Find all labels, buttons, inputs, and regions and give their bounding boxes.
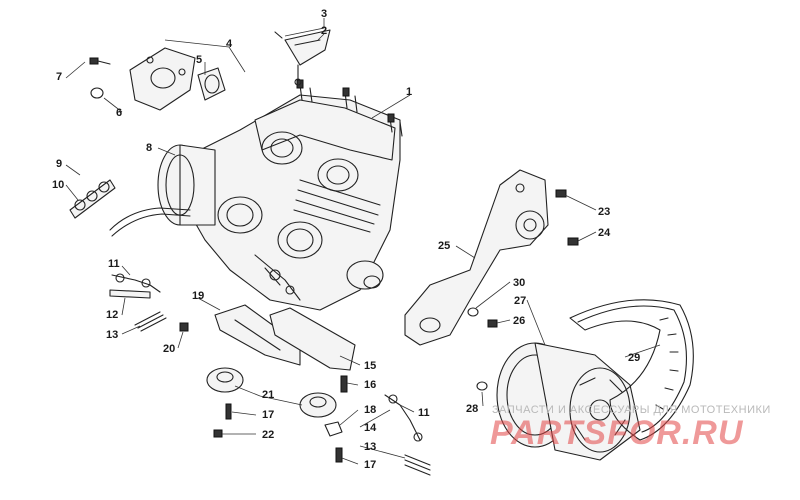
callout-4: 4 — [226, 38, 233, 50]
callout-12: 12 — [106, 309, 118, 321]
accessory-housing — [129, 47, 226, 111]
callout-23: 23 — [598, 206, 610, 218]
bolt — [89, 57, 111, 65]
callout-1: 1 — [406, 86, 412, 98]
callout-2: 2 — [321, 25, 327, 37]
magneto-cover — [157, 144, 216, 226]
hose — [109, 207, 191, 237]
callout-28: 28 — [466, 403, 478, 415]
watermark-logo: PARTSFOR.RU — [490, 414, 744, 452]
leader-lines — [65, 18, 661, 465]
callout-26: 26 — [513, 315, 525, 327]
rear-mount-bracket — [269, 307, 356, 371]
callout-16: 16 — [364, 379, 376, 391]
stud-16 — [340, 375, 348, 393]
callout-labels: 3 2 4 5 7 6 8 1 9 10 11 12 13 19 20 15 1… — [52, 8, 640, 471]
callout-27: 27 — [514, 295, 526, 307]
drive-belt — [569, 299, 694, 441]
callout-19: 19 — [192, 290, 204, 302]
callout-17-lower: 17 — [364, 459, 376, 471]
callout-15: 15 — [364, 360, 376, 372]
callout-25: 25 — [438, 240, 450, 252]
bolt-26 — [487, 319, 498, 328]
callout-21: 21 — [262, 389, 274, 401]
bolt-23 — [555, 189, 567, 198]
bolt-24 — [567, 237, 579, 246]
drive-clutch — [496, 342, 641, 461]
callout-3: 3 — [321, 8, 327, 20]
callout-13-left: 13 — [106, 329, 118, 341]
callout-9: 9 — [56, 158, 62, 170]
stud-17a — [225, 403, 232, 420]
nut-22 — [213, 429, 223, 438]
washer-30 — [467, 307, 479, 317]
watermark-tagline: ЗАПЧАСТИ И АКСЕССУАРЫ ДЛЯ МОТОТЕХНИКИ — [492, 404, 771, 416]
mount-isolator-right — [299, 392, 337, 418]
callout-8: 8 — [146, 142, 152, 154]
fitting-left — [109, 273, 161, 299]
callout-5: 5 — [196, 54, 202, 66]
front-mount-bracket — [214, 304, 301, 366]
mount-bolt — [179, 322, 189, 332]
mount-isolator-left — [206, 367, 244, 393]
starter-handle — [274, 29, 331, 86]
callout-29: 29 — [628, 352, 640, 364]
clip-18 — [324, 421, 343, 437]
engine-assembly — [184, 79, 403, 311]
stud-17b — [335, 447, 343, 463]
callout-13-right: 13 — [364, 441, 376, 453]
callout-20: 20 — [163, 343, 175, 355]
spring-left — [134, 311, 167, 332]
callout-7: 7 — [56, 71, 62, 83]
callout-11-left: 11 — [108, 258, 120, 270]
callout-22: 22 — [262, 429, 274, 441]
callout-6: 6 — [116, 107, 122, 119]
spring-right — [404, 454, 431, 476]
washer-28 — [476, 381, 488, 391]
washer — [90, 87, 104, 99]
fitting-right — [384, 394, 423, 442]
callout-10: 10 — [52, 179, 64, 191]
callout-24: 24 — [598, 227, 611, 239]
callout-18: 18 — [364, 404, 376, 416]
callout-11-right: 11 — [418, 407, 430, 419]
callout-30: 30 — [513, 277, 525, 289]
callout-14: 14 — [364, 422, 377, 434]
callout-17-upper: 17 — [262, 409, 274, 421]
hose-clamps — [69, 179, 116, 219]
drive-bracket — [404, 169, 549, 346]
